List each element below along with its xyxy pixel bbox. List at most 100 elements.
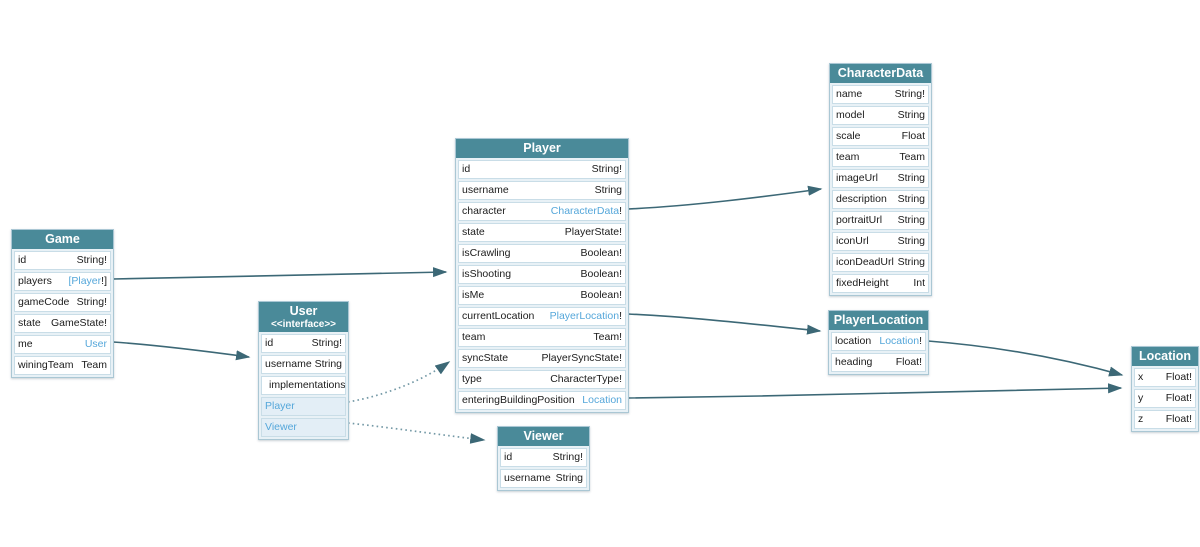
type-table-header[interactable]: CharacterData — [830, 64, 931, 83]
table-bottom-spacer — [830, 293, 931, 295]
field-row-state[interactable]: state GameState! — [14, 314, 111, 333]
type-text: CharacterType! — [550, 373, 622, 385]
type-text: String — [594, 184, 622, 196]
field-name: iconUrl — [836, 235, 869, 247]
field-type: String — [898, 235, 925, 248]
implementation-link[interactable]: Viewer — [265, 421, 297, 433]
field-name: team — [462, 331, 486, 343]
type-link[interactable]: Location — [879, 335, 920, 347]
field-row-players[interactable]: players[Player!] — [14, 272, 111, 291]
type-title: Game — [45, 232, 80, 246]
type-link[interactable]: Location — [582, 394, 622, 406]
edge-Player-enteringBuildingPosition-to-Location — [627, 383, 1123, 399]
type-text: Float! — [1165, 371, 1192, 383]
type-text: String — [897, 235, 925, 247]
field-type: Int — [913, 277, 925, 290]
table-bottom-spacer — [1132, 429, 1198, 431]
field-type: String — [898, 256, 925, 269]
field-type: PlayerState! — [565, 226, 622, 239]
type-table-header[interactable]: Viewer — [498, 427, 589, 446]
implementation-link[interactable]: Player — [265, 400, 295, 412]
type-table-header[interactable]: Game — [12, 230, 113, 249]
field-type: String! — [895, 88, 925, 101]
type-text: String — [314, 358, 342, 370]
type-text: Float! — [895, 356, 922, 368]
field-type: String — [898, 172, 925, 185]
field-type: GameState! — [51, 317, 107, 330]
field-row-model[interactable]: model String — [832, 106, 929, 125]
type-text: ! — [619, 310, 622, 322]
type-title: User — [289, 304, 318, 318]
field-type: String — [315, 358, 342, 371]
type-text: String — [897, 109, 925, 121]
field-name: state — [18, 317, 41, 329]
field-type: Float! — [896, 356, 922, 369]
field-type: Team — [899, 151, 925, 164]
field-name: description — [836, 193, 887, 205]
field-row-team[interactable]: team Team! — [458, 328, 626, 347]
type-text: Team! — [593, 331, 622, 343]
field-row-Viewer[interactable]: Viewer — [261, 418, 346, 437]
field-name: model — [836, 109, 865, 121]
field-name: syncState — [462, 352, 509, 364]
edge-Player-currentLocation-to-PlayerLocation — [627, 313, 822, 335]
type-link[interactable]: PlayerLocation — [549, 310, 620, 322]
type-text: Float! — [1165, 392, 1192, 404]
edge-PlayerLocation-location-to-Location — [927, 340, 1124, 377]
type-table-header[interactable]: User <<interface>> — [259, 302, 348, 332]
field-row-Player[interactable]: Player — [261, 397, 346, 416]
field-row-iconUrl[interactable]: iconUrl String — [832, 232, 929, 251]
field-type: Boolean! — [581, 289, 622, 302]
type-text: Int — [913, 277, 925, 289]
field-name: winingTeam — [18, 359, 74, 371]
type-table-header[interactable]: PlayerLocation — [829, 311, 928, 330]
type-text: PlayerState! — [564, 226, 622, 238]
type-link[interactable]: CharacterData — [550, 205, 620, 217]
type-text: String! — [76, 254, 107, 266]
type-text: String — [897, 256, 925, 268]
type-link[interactable]: User — [84, 338, 107, 350]
type-link[interactable]: [Player — [68, 275, 102, 287]
field-row-fixedHeight[interactable]: fixedHeight Int — [832, 274, 929, 293]
field-name: fixedHeight — [836, 277, 889, 289]
type-table-header[interactable]: Player — [456, 139, 628, 158]
type-table-header[interactable]: Location — [1132, 347, 1198, 366]
type-text: ! — [919, 335, 922, 347]
edge-User-Player-to-Player — [347, 361, 451, 403]
